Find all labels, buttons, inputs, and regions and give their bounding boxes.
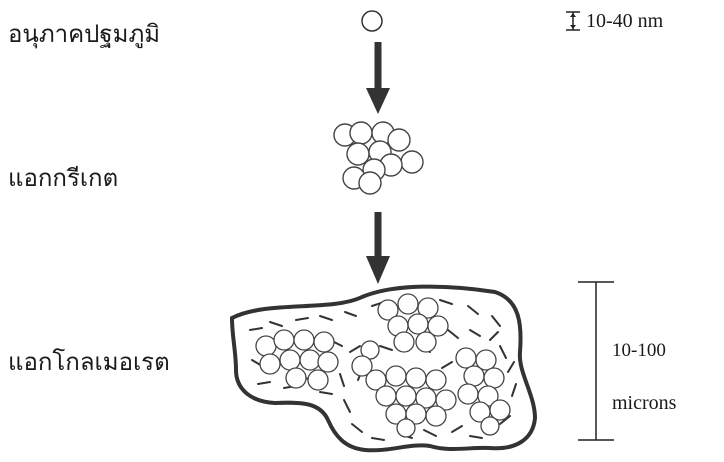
- arrow-aggregate-to-agglomerate: [366, 212, 390, 284]
- arrow-primary-to-aggregate: [366, 42, 390, 114]
- aggregate-cluster: [334, 122, 423, 194]
- primary-particle: [362, 11, 382, 31]
- agglomerate-size-unit: microns: [612, 392, 676, 415]
- primary-size-label: 10-40 nm: [586, 10, 663, 33]
- aggregate-label: แอกกรีเกต: [8, 158, 118, 197]
- primary-size-marker: [566, 12, 580, 30]
- agglomerate-size-bracket: [578, 282, 614, 440]
- primary-particle-label: อนุภาคปฐมภูมิ: [8, 14, 160, 53]
- agglomerate-label: แอกโกลเมอเรต: [8, 342, 170, 381]
- agglomerate-size-value: 10-100: [612, 340, 666, 362]
